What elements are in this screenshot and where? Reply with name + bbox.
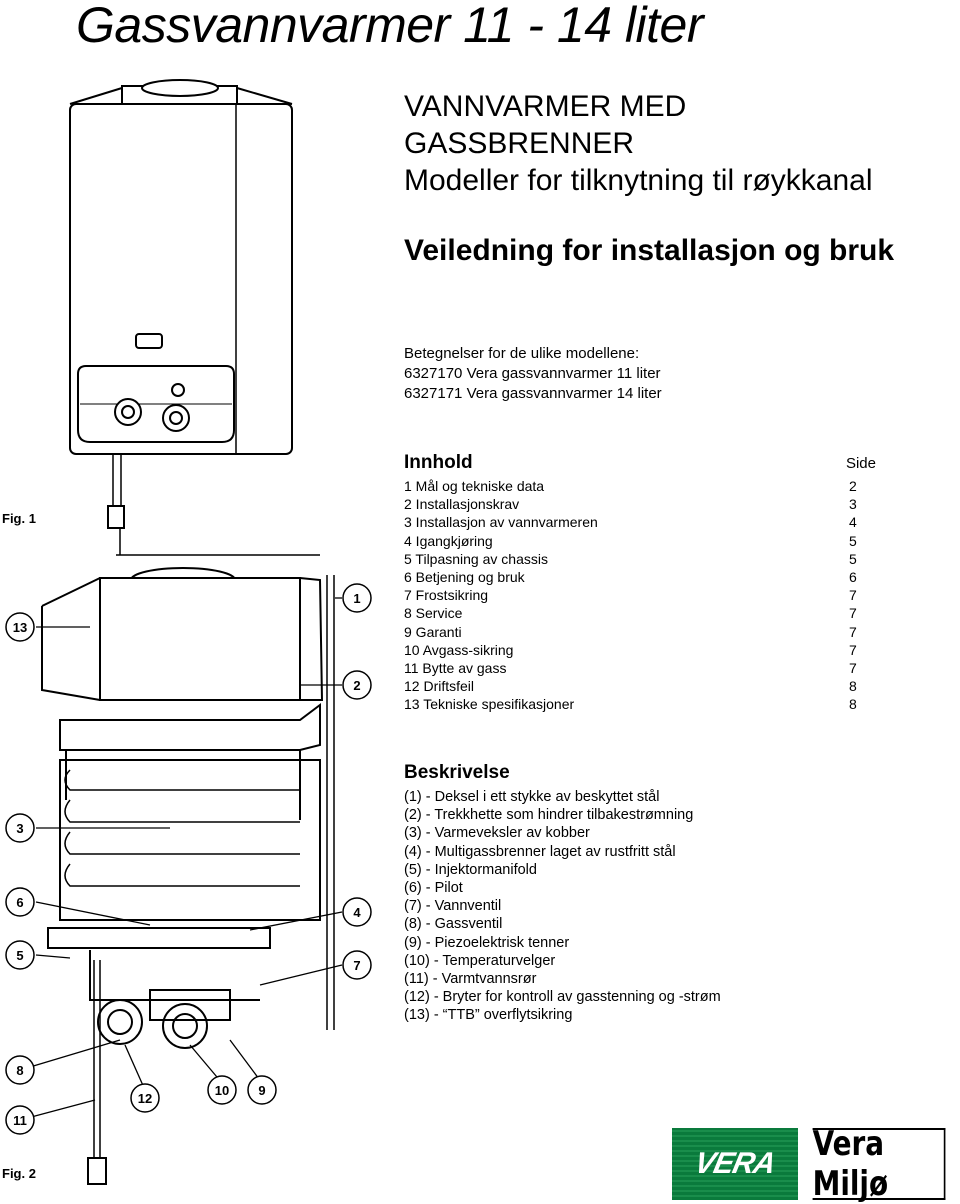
page-title: Gassvannvarmer 11 - 14 liter	[76, 0, 704, 53]
toc-label: 6 Betjening og bruk	[404, 569, 525, 586]
callout-6: 6	[16, 895, 23, 910]
toc-label: 9 Garanti	[404, 623, 462, 640]
toc-label: 3 Installasjon av vannvarmeren	[404, 514, 598, 531]
vera-logo-mark: VERA	[672, 1128, 798, 1200]
toc-side-label: Side	[845, 455, 876, 472]
toc-page-number: 5	[849, 550, 857, 567]
description-item: (2) - Trekkhette som hindrer tilbakestrø…	[404, 807, 694, 824]
toc-page-number: 7	[849, 641, 857, 658]
toc-page-number: 8	[849, 678, 857, 695]
description-item: (3) - Varmeveksler av kobber	[404, 825, 590, 842]
heater-front-figure	[69, 79, 293, 529]
toc-page-number: 2	[849, 478, 857, 494]
callout-circles	[5, 583, 372, 1135]
toc-page-number: 7	[849, 623, 857, 640]
callout-10: 10	[215, 1083, 229, 1098]
description-item: (12) - Bryter for kontroll av gasstennin…	[404, 989, 721, 1006]
callout-3: 3	[16, 821, 23, 836]
toc-row: 5 Tilpasning av chassis 5	[404, 550, 879, 568]
toc-row: 1 Mål og tekniske data 2	[404, 477, 879, 495]
toc-page-number: 5	[849, 532, 857, 549]
callout-13: 13	[13, 620, 27, 635]
toc-row: 4 Igangkjøring 5	[404, 532, 879, 550]
toc-label: 1 Mål og tekniske data	[404, 478, 545, 494]
toc-label: 4 Igangkjøring	[404, 532, 493, 549]
toc-label: 13 Tekniske spesifikasjoner	[404, 696, 575, 713]
toc-row: 3 Installasjon av vannvarmeren 4	[404, 513, 879, 531]
toc-title: Innhold	[404, 452, 473, 473]
headline-line-2: GASSBRENNER	[404, 127, 635, 160]
guide-title: Veiledning for installasjon og bruk	[404, 234, 895, 267]
toc-page-number: 8	[849, 696, 857, 713]
toc-page-number: 4	[849, 514, 857, 531]
description-item: (5) - Injektormanifold	[404, 861, 537, 878]
callout-5: 5	[16, 948, 23, 963]
toc-row: 8 Service 7	[404, 604, 879, 622]
fig-1-label: Fig. 1	[2, 511, 36, 526]
heater-internals-figure	[41, 528, 335, 1185]
model-intro: Betegnelser for de ulike modellene:	[404, 345, 640, 362]
callout-4: 4	[353, 905, 361, 920]
toc-row: 6 Betjening og bruk 6	[404, 568, 879, 586]
description-title: Beskrivelse	[404, 762, 510, 783]
description-item: (1) - Deksel i ett stykke av beskyttet s…	[404, 789, 660, 805]
toc-page-number: 7	[849, 605, 857, 622]
toc-row: 10 Avgass-sikring 7	[404, 641, 879, 659]
headline-line-1: VANNVARMER MED	[404, 90, 687, 123]
toc-page-number: 3	[849, 496, 857, 513]
description-item: (4) - Multigassbrenner laget av rustfrit…	[404, 843, 676, 860]
callout-11: 11	[13, 1113, 27, 1128]
toc-row: 11 Bytte av gass 7	[404, 659, 879, 677]
toc-label: 2 Installasjonskrav	[404, 496, 520, 513]
callout-7: 7	[353, 958, 360, 973]
toc-label: 8 Service	[404, 605, 463, 622]
vera-logo-text: Vera Miljø	[812, 1124, 946, 1204]
callout-2: 2	[353, 678, 360, 693]
toc-row: 9 Garanti 7	[404, 623, 879, 641]
toc-row: 13 Tekniske spesifikasjoner 8	[404, 695, 879, 713]
description-item: (8) - Gassventil	[404, 916, 503, 933]
description-item: (13) - “TTB” overflytsikring	[404, 1007, 573, 1024]
headline-line-3: Modeller for tilknytning til røykkanal	[404, 164, 873, 197]
toc-row: 12 Driftsfeil 8	[404, 677, 879, 695]
toc-row: 7 Frostsikring 7	[404, 586, 879, 604]
description-section: Beskrivelse (1) - Deksel i ett stykke av…	[404, 762, 904, 1025]
description-item: (9) - Piezoelektrisk tenner	[404, 934, 570, 951]
toc-label: 11 Bytte av gass	[404, 660, 507, 677]
description-item: (10) - Temperaturvelger	[404, 952, 556, 969]
description-item: (7) - Vannventil	[404, 898, 502, 915]
description-item: (11) - Varmtvannsrør	[404, 971, 537, 988]
toc-label: 5 Tilpasning av chassis	[404, 550, 548, 567]
fig-2-label: Fig. 2	[2, 1166, 36, 1181]
toc-label: 10 Avgass-sikring	[404, 641, 514, 658]
callout-8: 8	[16, 1063, 23, 1078]
callout-9: 9	[258, 1083, 265, 1098]
toc-page-number: 7	[849, 660, 857, 677]
callout-1: 1	[353, 591, 360, 606]
toc-label: 7 Frostsikring	[404, 587, 489, 604]
toc-page-number: 6	[849, 569, 857, 586]
callout-12: 12	[138, 1091, 152, 1106]
model-item: 6327171 Vera gassvannvarmer 14 liter	[404, 385, 662, 402]
model-list: Betegnelser for de ulike modellene: 6327…	[404, 344, 662, 404]
toc-page-number: 7	[849, 587, 857, 604]
product-headline: VANNVARMER MED GASSBRENNER Modeller for …	[404, 88, 873, 199]
model-item: 6327170 Vera gassvannvarmer 11 liter	[404, 365, 661, 382]
vera-logo: VERA Vera Miljø	[672, 1124, 960, 1204]
description-item: (6) - Pilot	[404, 880, 463, 897]
toc-label: 12 Driftsfeil	[404, 678, 475, 695]
vera-logo-mark-text: VERA	[691, 1147, 779, 1180]
toc-row: 2 Installasjonskrav 3	[404, 495, 879, 513]
